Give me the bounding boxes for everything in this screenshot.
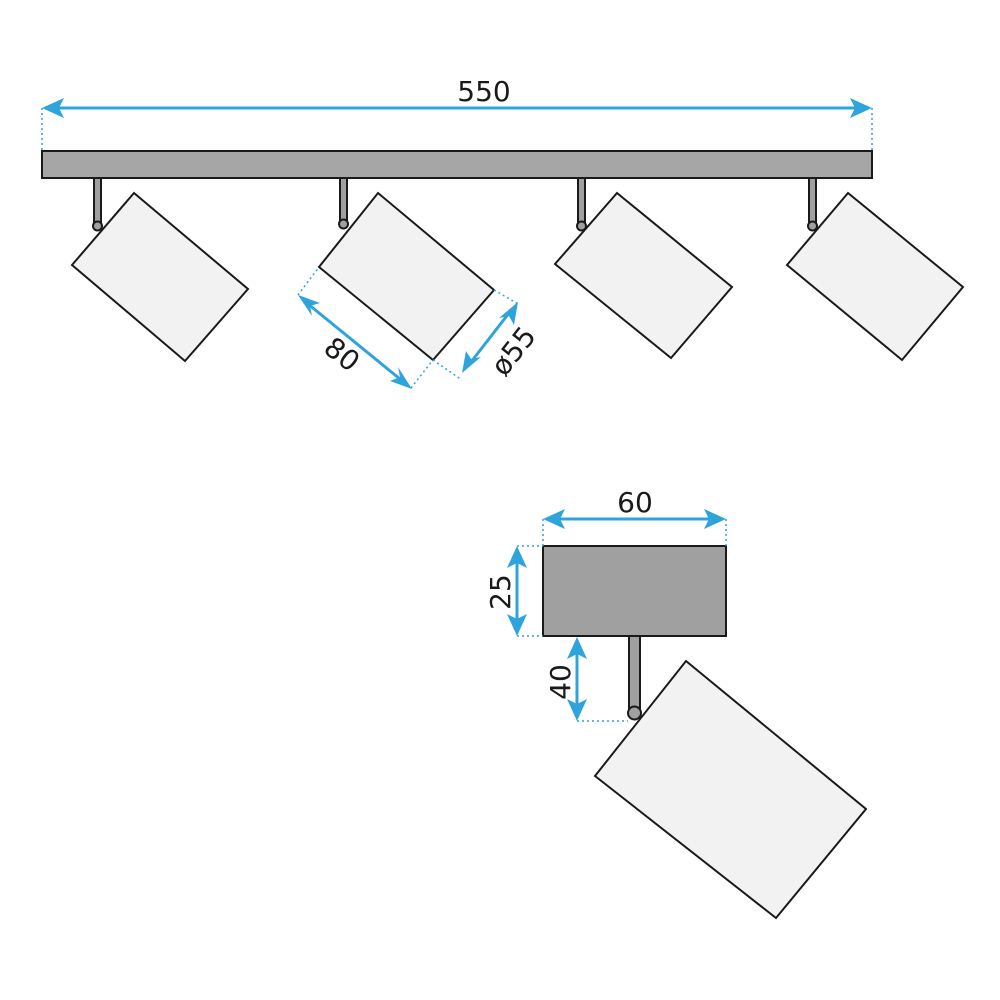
spot-diameter-arrow-top xyxy=(499,302,518,325)
spot-1-shade xyxy=(70,191,250,363)
spot-length-line xyxy=(307,302,401,381)
detail-pivot xyxy=(627,705,642,721)
rail-bar xyxy=(41,150,873,179)
detail-base xyxy=(542,545,727,637)
rail-length-dimension: 550 xyxy=(41,75,873,151)
base-width-dimension: 60 xyxy=(542,486,727,546)
spot-diameter-label: ø55 xyxy=(484,320,542,382)
spot-4-stem xyxy=(808,177,817,227)
base-width-label: 60 xyxy=(617,486,653,519)
spot-diameter-line xyxy=(469,312,511,363)
base-height-dimension: 25 xyxy=(484,545,543,637)
spot-4-shade xyxy=(785,191,965,362)
rail-assembly xyxy=(41,150,965,363)
rail-length-arrow-left xyxy=(42,98,64,118)
spot-diameter-arrow-bottom xyxy=(462,351,481,373)
rail-length-arrow-right xyxy=(850,98,872,118)
spot-1-pivot xyxy=(92,220,103,232)
base-width-arrow-right xyxy=(704,509,726,529)
spot-2-pivot xyxy=(338,218,349,230)
stem-length-label: 40 xyxy=(544,664,577,700)
spot-3-stem xyxy=(577,177,586,227)
detail-shade xyxy=(593,659,868,920)
spot-length-arrow-bottom xyxy=(390,367,412,389)
base-width-arrow-left xyxy=(543,509,565,529)
rail-length-label: 550 xyxy=(457,75,510,108)
stem-length-dimension: 40 xyxy=(544,637,628,722)
spot-4-pivot xyxy=(807,220,818,232)
spot-3 xyxy=(553,177,734,360)
spot-length-arrow-top xyxy=(298,295,320,316)
spot-length-label: 80 xyxy=(318,331,366,379)
spot-1 xyxy=(70,177,250,363)
detail-assembly xyxy=(542,545,868,920)
spot-4 xyxy=(785,177,965,362)
stem-length-arrow-top xyxy=(567,637,587,659)
stem-length-arrow-bottom xyxy=(567,699,587,721)
detail-stem xyxy=(628,635,641,715)
spot-3-shade xyxy=(553,191,734,360)
base-height-arrow-bottom xyxy=(507,614,527,636)
base-height-arrow-top xyxy=(507,546,527,568)
spot-1-stem xyxy=(93,177,102,227)
base-height-label: 25 xyxy=(484,574,517,610)
spot-3-pivot xyxy=(576,220,587,232)
